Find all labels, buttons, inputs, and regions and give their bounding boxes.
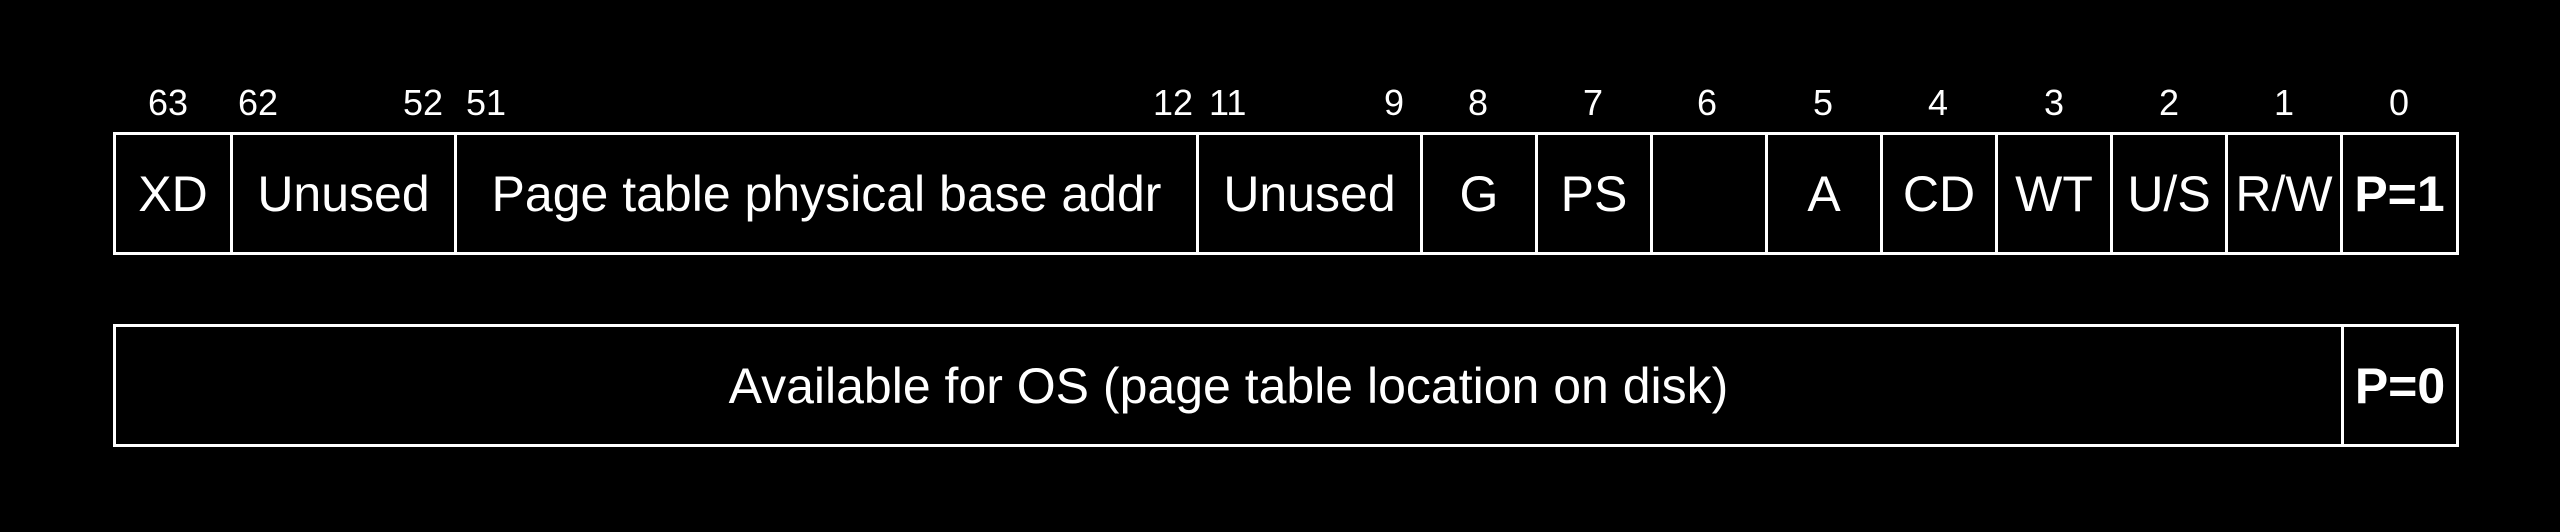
bit-number-52: 52: [403, 82, 444, 123]
field-bit6-empty: [1653, 135, 1768, 252]
bit-number-9: 9: [1384, 82, 1405, 123]
field-wt: WT: [1998, 135, 2113, 252]
field-unused-low: Unused: [1199, 135, 1423, 252]
bit-number-4: 4: [1928, 82, 1949, 123]
field-a: A: [1768, 135, 1883, 252]
field-unused-high: Unused: [233, 135, 457, 252]
bit-number-11: 11: [1209, 82, 1247, 123]
field-present-1: P=1: [2354, 165, 2445, 222]
bit-number-5: 5: [1813, 82, 1834, 123]
bit-number-51: 51: [466, 82, 507, 123]
field-cd: CD: [1883, 135, 1998, 252]
bit-number-8: 8: [1468, 82, 1489, 123]
bit-number-63: 63: [148, 82, 189, 123]
field-g: G: [1423, 135, 1538, 252]
bit-number-62: 62: [238, 82, 279, 123]
bit-number-7: 7: [1583, 82, 1604, 123]
field-ps: PS: [1538, 135, 1653, 252]
page-table-entry-present: XD Unused Page table physical base addr …: [113, 132, 2459, 255]
field-us: U/S: [2113, 135, 2228, 252]
field-available-for-os: Available for OS (page table location on…: [116, 327, 2344, 444]
field-rw: R/W: [2228, 135, 2343, 252]
bit-number-6: 6: [1697, 82, 1718, 123]
bit-number-0: 0: [2389, 82, 2410, 123]
bit-number-2: 2: [2159, 82, 2180, 123]
field-xd: XD: [116, 135, 233, 252]
bit-number-3: 3: [2044, 82, 2065, 123]
bit-number-12: 12: [1153, 82, 1194, 123]
field-page-table-base-addr: Page table physical base addr: [457, 135, 1199, 252]
bit-number-1: 1: [2274, 82, 2295, 123]
page-table-entry-not-present: Available for OS (page table location on…: [113, 324, 2459, 447]
field-present-0: P=0: [2354, 357, 2446, 414]
